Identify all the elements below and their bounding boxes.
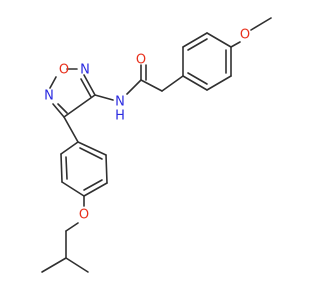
bond	[41, 257, 67, 273]
bond	[105, 154, 108, 184]
amide-nitrogen-label: N	[115, 95, 125, 110]
bond	[63, 116, 79, 143]
bond	[206, 75, 232, 91]
structure-diagram: O O O N N N H O	[41, 17, 272, 273]
bond	[65, 257, 89, 273]
bond	[250, 17, 272, 31]
bond	[77, 141, 107, 156]
methoxy-oxygen-label: O	[240, 28, 250, 43]
ring-nitrogen-left-label: N	[44, 89, 54, 104]
bond-inner	[187, 72, 208, 85]
bond	[161, 75, 184, 92]
bond-inner	[83, 179, 103, 191]
carbonyl-oxygen-label: O	[136, 53, 146, 68]
bond	[126, 79, 142, 95]
amide-hydrogen-label: H	[115, 109, 125, 124]
bond-inner	[80, 78, 92, 98]
molecule-canvas: O O O N N N H O	[41, 17, 272, 273]
bond	[140, 79, 163, 92]
bond	[60, 153, 63, 183]
bond	[182, 32, 208, 48]
bond	[61, 181, 85, 197]
bond-inner	[187, 38, 208, 51]
bond	[65, 222, 79, 232]
bond	[52, 103, 65, 118]
bond	[94, 94, 114, 101]
bond-inner	[65, 156, 68, 180]
bond	[63, 94, 96, 118]
bond	[83, 182, 108, 197]
bond	[49, 76, 57, 89]
isobutoxyphenyl-ring	[60, 141, 108, 197]
bond	[60, 141, 79, 155]
oxadiazole-ring	[49, 68, 96, 118]
ether-oxygen-label: O	[79, 208, 89, 223]
methoxyphenyl-ring	[182, 32, 232, 91]
bond	[230, 41, 241, 48]
bond-inner	[57, 103, 68, 114]
bond	[83, 74, 96, 96]
ring-nitrogen-top-label: N	[80, 63, 90, 78]
bond-inner	[79, 147, 103, 160]
bond	[182, 75, 208, 91]
ring-oxygen-label: O	[59, 63, 69, 78]
bond	[206, 32, 232, 48]
